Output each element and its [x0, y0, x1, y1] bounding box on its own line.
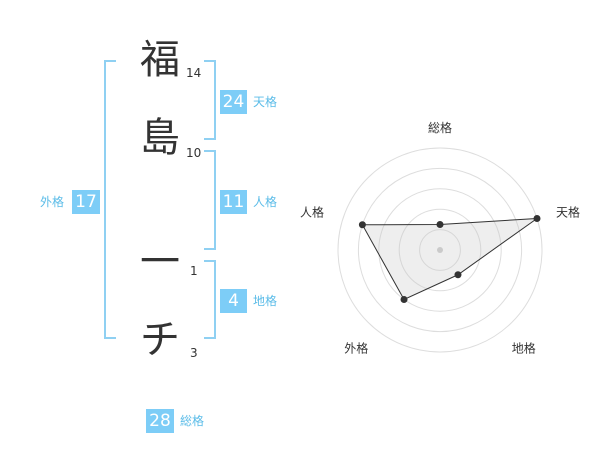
stroke-count-2: 10	[186, 146, 202, 160]
radar-point-3	[400, 296, 408, 304]
tenkaku-label: 天格	[253, 95, 278, 109]
radar-center	[437, 247, 443, 253]
gaikaku-bracket	[104, 60, 116, 339]
chikaku-value: 4	[220, 289, 247, 313]
radar-point-1	[533, 214, 541, 222]
radar-point-4	[358, 221, 366, 229]
radar-ring	[419, 229, 461, 271]
radar-polygon	[361, 217, 539, 301]
jinkaku-value: 11	[220, 190, 247, 214]
soukaku-label: 総格	[180, 414, 205, 428]
soukaku-value: 28	[146, 409, 174, 433]
tenkaku-value: 24	[220, 90, 247, 114]
jinkaku-bracket	[204, 150, 216, 250]
radar-axis-label-3: 外格	[344, 341, 368, 356]
radar-ring	[378, 188, 502, 312]
radar-axis-label-0: 総格	[428, 120, 452, 135]
name-char-2: 島	[140, 115, 180, 161]
radar-ring	[357, 167, 523, 333]
radar-point-2	[454, 271, 462, 279]
chikaku-label: 地格	[253, 294, 278, 308]
gaikaku-label: 外格	[40, 195, 65, 209]
radar-ring	[337, 147, 543, 353]
radar-ring	[398, 208, 482, 292]
name-char-1: 福	[140, 37, 180, 83]
radar-axis-label-1: 天格	[556, 204, 580, 219]
stroke-count-4: 3	[190, 346, 198, 360]
gaikaku-value: 17	[72, 190, 100, 214]
radar-axis-label-4: 人格	[300, 204, 324, 219]
jinkaku-label: 人格	[253, 195, 278, 209]
radar-axis-label-2: 地格	[512, 341, 536, 356]
name-char-3: 一	[140, 239, 180, 285]
name-char-4: チ	[140, 317, 180, 363]
chikaku-bracket	[204, 260, 216, 339]
stroke-count-1: 14	[186, 66, 202, 80]
stroke-count-3: 1	[190, 264, 198, 278]
radar-point-0	[436, 221, 444, 228]
tenkaku-bracket	[204, 60, 216, 140]
